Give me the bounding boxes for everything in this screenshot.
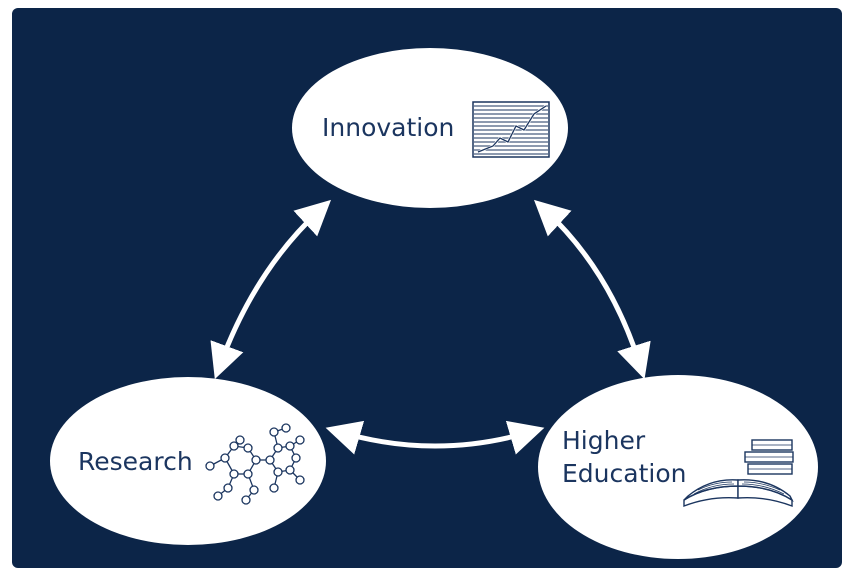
line-chart-icon <box>472 101 550 158</box>
node-research-ellipse <box>50 377 326 545</box>
triangle-diagram: Innovation Research <box>50 48 818 559</box>
arrow-research-higher-education <box>325 420 545 455</box>
molecule-icon <box>205 423 305 505</box>
node-higher-education: Higher Education <box>538 375 818 559</box>
arrow-innovation-higher-education <box>533 199 651 380</box>
node-innovation: Innovation <box>292 48 568 208</box>
node-research-label: Research <box>78 447 193 476</box>
diagram-panel: Innovation Research <box>12 8 842 568</box>
node-innovation-ellipse <box>292 48 568 208</box>
node-higher-education-label-line1: Higher <box>562 426 646 455</box>
node-research: Research <box>50 377 326 545</box>
node-higher-education-ellipse <box>538 375 818 559</box>
node-innovation-label: Innovation <box>322 113 454 142</box>
arrow-innovation-research <box>210 199 332 380</box>
books-icon <box>683 439 794 508</box>
node-higher-education-label-line2: Education <box>562 459 686 488</box>
